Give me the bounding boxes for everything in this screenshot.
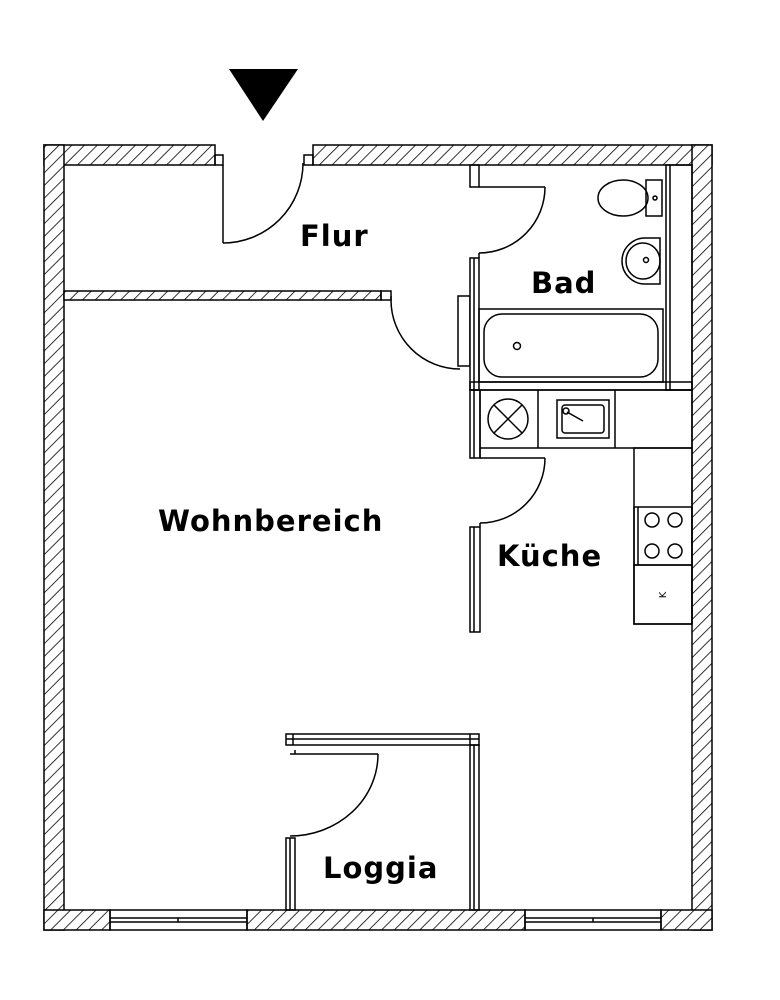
door-wohnbereich xyxy=(390,295,471,370)
kitchen-sink-icon xyxy=(556,399,610,439)
stove-icon xyxy=(633,506,693,566)
bathtub-icon xyxy=(478,308,664,383)
room-label-flur: Flur xyxy=(300,219,369,253)
room-label-kueche: Küche xyxy=(497,539,602,573)
fridge-icon: K xyxy=(633,564,693,625)
loggia-walls xyxy=(285,733,480,911)
appliance-x-icon xyxy=(487,398,529,440)
fridge-label: K xyxy=(658,591,669,598)
door-kueche xyxy=(479,457,546,527)
entrance-arrow-icon xyxy=(229,69,298,121)
room-label-wohnbereich: Wohnbereich xyxy=(158,504,383,538)
kitchen-walls xyxy=(469,389,481,633)
entrance-door xyxy=(214,154,314,244)
exterior-walls xyxy=(43,144,713,931)
washbasin-icon xyxy=(621,237,661,285)
door-loggia xyxy=(289,750,379,837)
wall-flur-wohnbereich xyxy=(63,290,392,301)
toilet-icon xyxy=(597,179,663,217)
door-bad xyxy=(478,186,546,258)
window-left xyxy=(109,909,248,931)
window-right xyxy=(524,909,662,931)
room-label-loggia: Loggia xyxy=(323,851,438,885)
room-label-bad: Bad xyxy=(531,266,596,300)
